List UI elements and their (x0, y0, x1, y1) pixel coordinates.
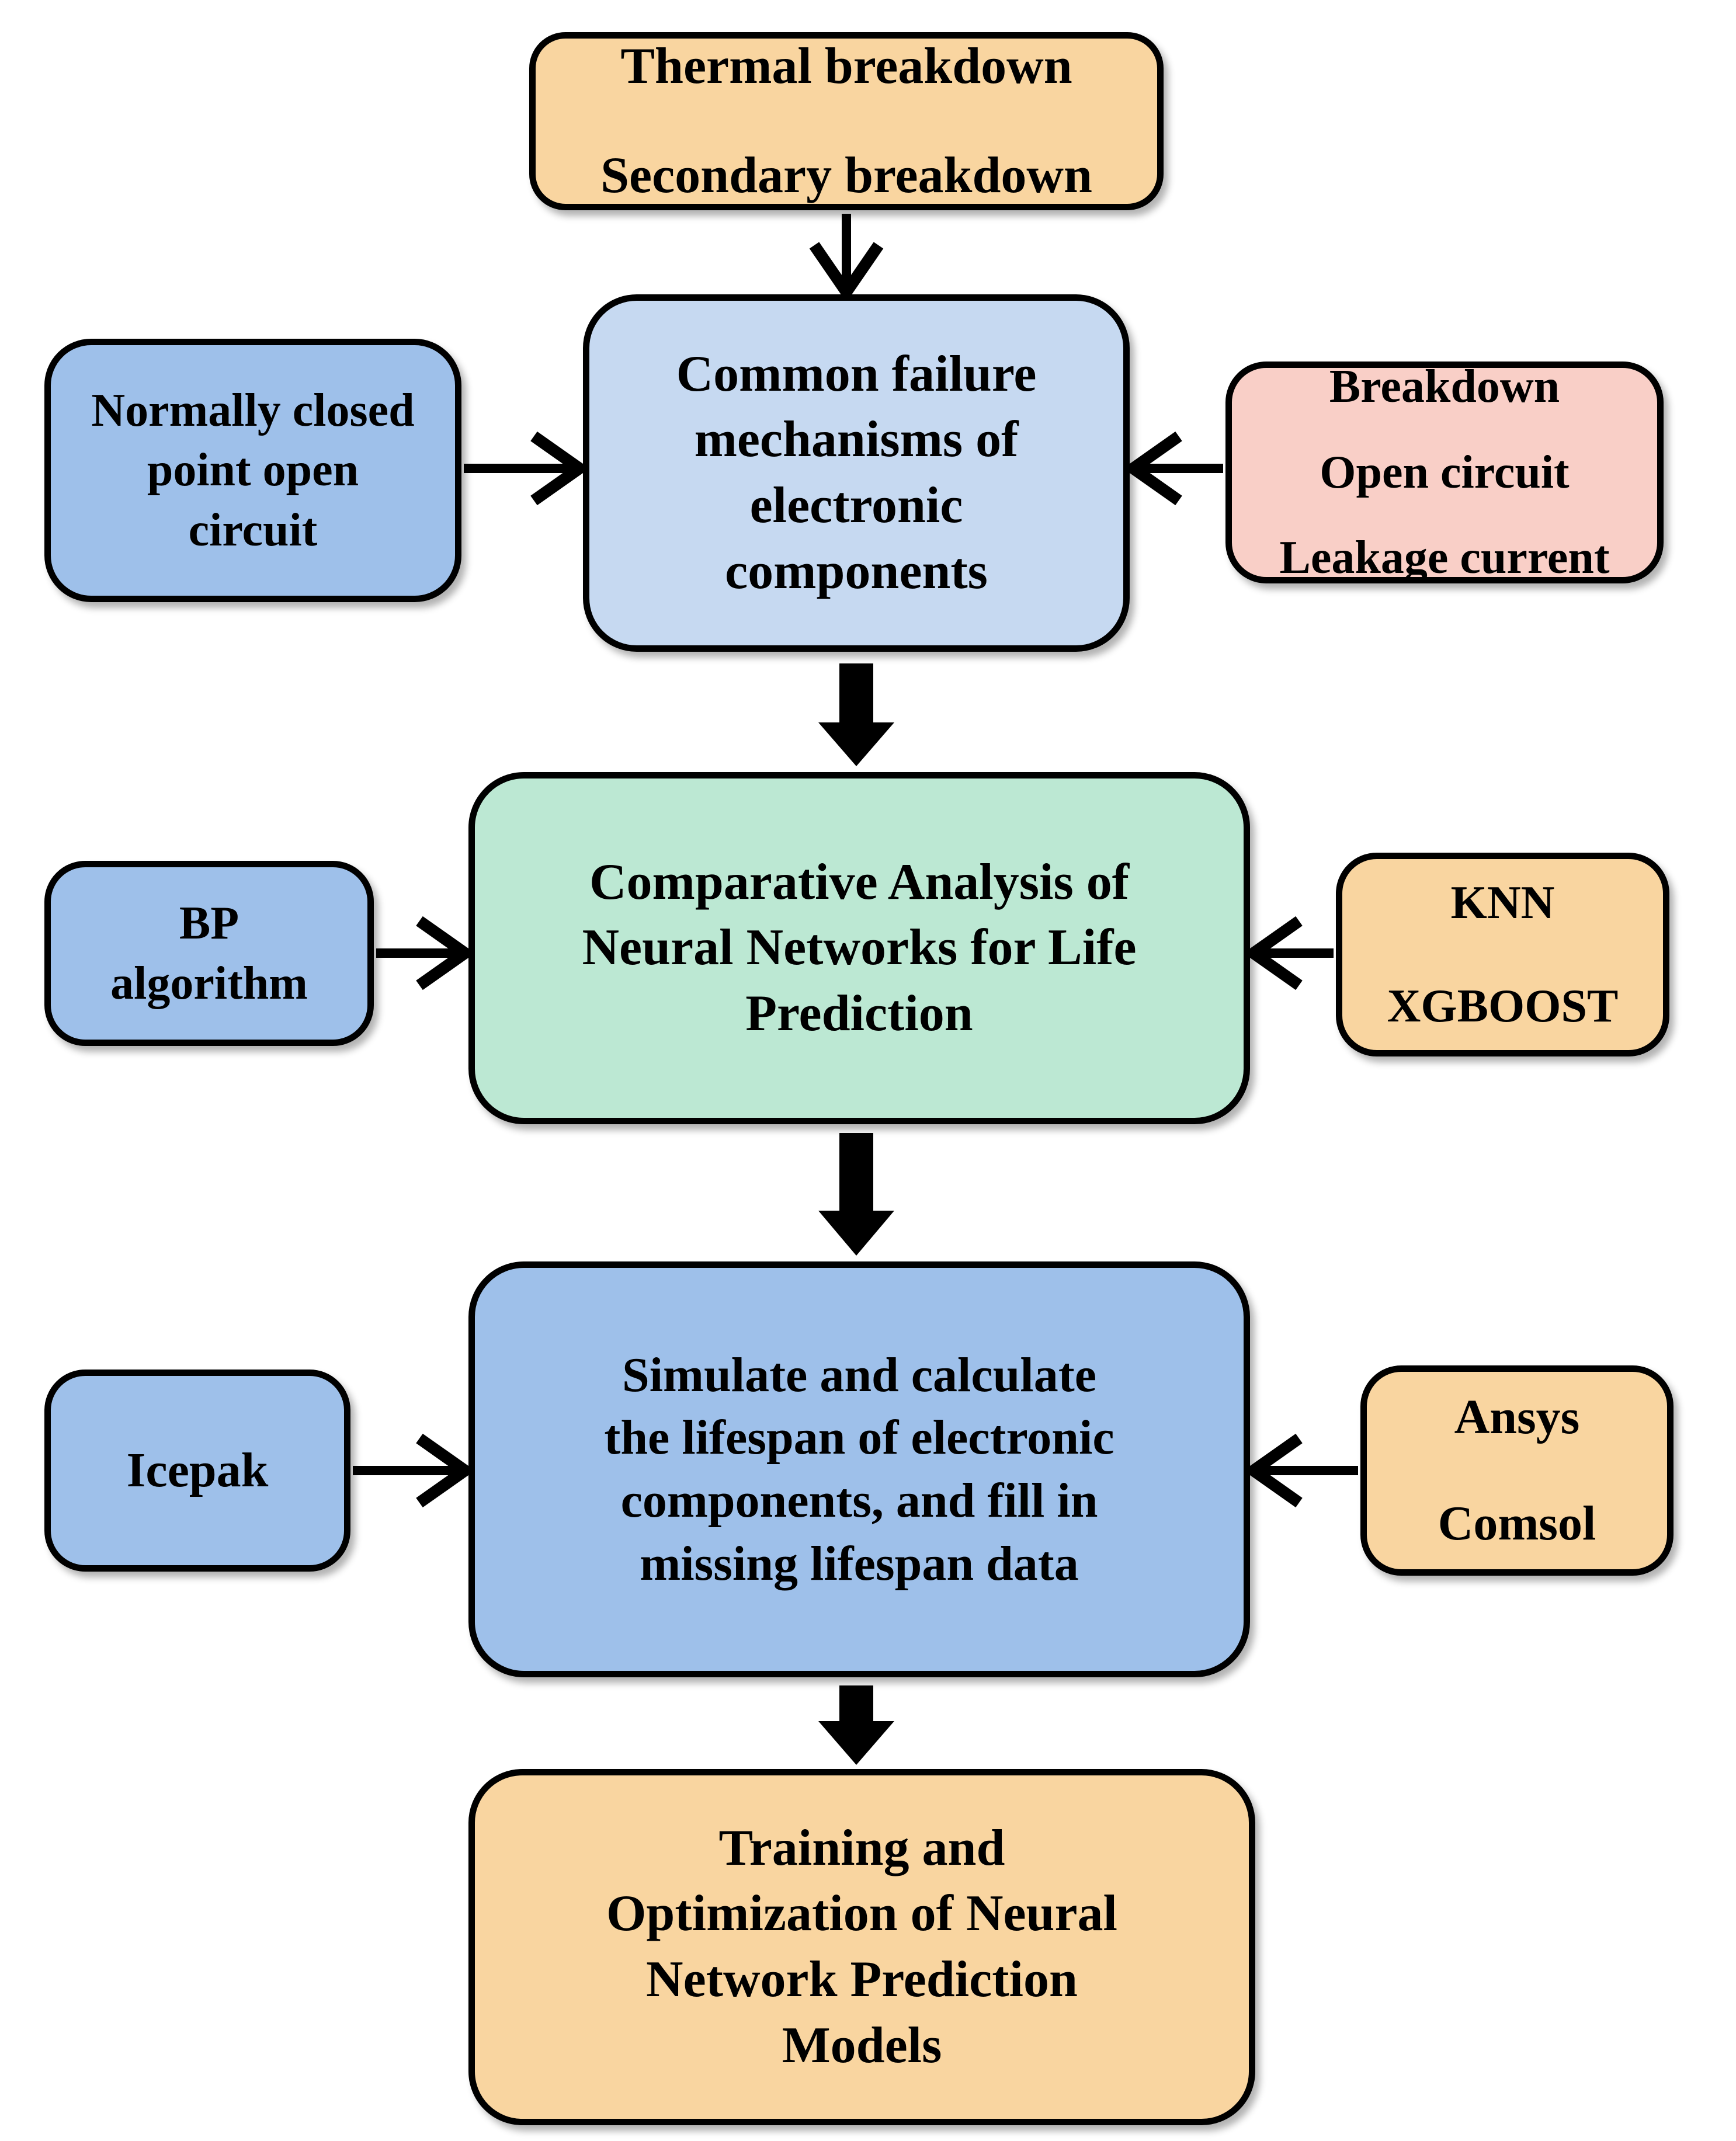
text-line: point open (147, 444, 359, 496)
node-normally-closed-point-open-circuit: Normally closed point open circuit (44, 339, 461, 602)
node-bp-algorithm: BP algorithm (44, 861, 374, 1046)
text-line: components (725, 543, 988, 600)
text-line: the lifespan of electronic (604, 1410, 1114, 1465)
arrow-thermal-to-failure (809, 214, 884, 303)
text-line: BP (179, 898, 239, 950)
text-line: Simulate and calculate (622, 1347, 1096, 1402)
text-line: mechanisms of (694, 411, 1019, 468)
text-line: Ansys (1454, 1390, 1580, 1445)
text-line: Neural Networks for Life (582, 919, 1137, 976)
text-line: Common failure (676, 345, 1037, 402)
text-line: missing lifespan data (640, 1536, 1079, 1591)
text-line: Open circuit (1320, 446, 1570, 498)
node-thermal-secondary-breakdown: Thermal breakdown Secondary breakdown (529, 32, 1164, 210)
text-line: Training and (718, 1819, 1005, 1876)
block-arrow-failure-to-green (818, 663, 894, 766)
text-line: Secondary breakdown (600, 147, 1092, 204)
text-line: Leakage current (1279, 532, 1610, 584)
node-simulate-calculate-lifespan: Simulate and calculate the lifespan of e… (468, 1261, 1250, 1677)
arrow-bp-to-green (376, 916, 475, 990)
node-ansys-comsol: Ansys Comsol (1360, 1365, 1673, 1576)
node-comparative-analysis-neural-networks: Comparative Analysis of Neural Networks … (468, 772, 1250, 1124)
arrow-knn-to-green (1243, 916, 1334, 990)
arrow-ansys-to-simulate (1243, 1433, 1358, 1508)
text-line: Comsol (1438, 1496, 1596, 1551)
node-training-optimization-models: Training and Optimization of Neural Netw… (468, 1769, 1255, 2125)
node-icepak: Icepak (44, 1370, 350, 1572)
text-line: Icepak (126, 1443, 269, 1498)
text-line: Network Prediction (646, 1951, 1078, 2008)
text-line: Thermal breakdown (620, 37, 1072, 95)
block-arrow-green-to-simulate (818, 1133, 894, 1256)
text-line: Prediction (745, 985, 973, 1042)
text-line: Normally closed (91, 384, 415, 436)
text-line: Breakdown (1329, 361, 1560, 413)
node-common-failure-mechanisms: Common failure mechanisms of electronic … (583, 294, 1130, 652)
arrow-normally-closed-to-failure (464, 431, 590, 506)
text-line: XGBOOST (1387, 980, 1619, 1032)
text-line: Optimization of Neural (606, 1885, 1117, 1942)
text-line: components, and fill in (620, 1473, 1098, 1528)
node-knn-xgboost: KNN XGBOOST (1336, 853, 1669, 1056)
node-breakdown-open-circuit-leakage: Breakdown Open circuit Leakage current (1225, 361, 1664, 583)
text-line: circuit (188, 504, 318, 556)
arrow-breakdown-to-failure (1123, 431, 1223, 506)
text-line: electronic (749, 477, 963, 534)
text-line: KNN (1450, 877, 1555, 929)
text-line: algorithm (110, 957, 308, 1009)
text-line: Comparative Analysis of (589, 853, 1129, 910)
block-arrow-simulate-to-training (818, 1685, 894, 1765)
arrow-icepak-to-simulate (353, 1433, 475, 1508)
text-line: Models (782, 2017, 942, 2074)
